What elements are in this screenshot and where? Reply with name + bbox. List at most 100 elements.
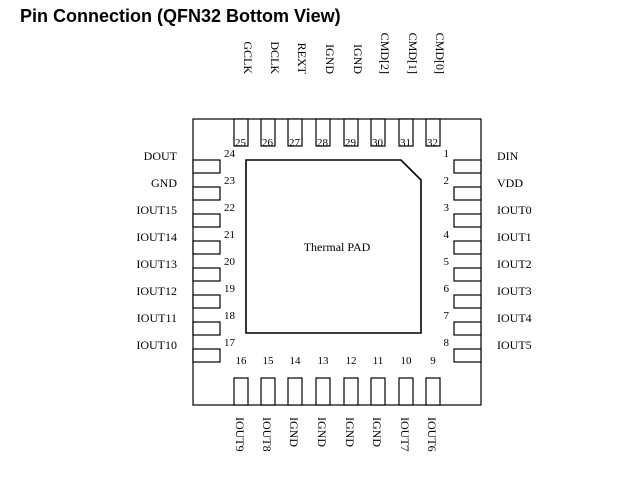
- pin-17-number: 17: [224, 337, 236, 349]
- pin-28-pad: [315, 118, 331, 147]
- pin-6-pad: [453, 294, 482, 309]
- pin-4-label: IOUT1: [497, 230, 532, 244]
- pin-11-pad: [370, 377, 386, 406]
- pin-12-number: 12: [346, 355, 357, 367]
- pin-32-label: CMD[0]: [433, 33, 447, 74]
- pin-4-number: 4: [444, 229, 450, 241]
- pin-22-pad: [192, 213, 221, 228]
- pin-23-pad: [192, 186, 221, 201]
- pin-23-label: GND: [151, 176, 177, 190]
- pin-28-number: 28: [317, 137, 329, 149]
- pin-20-label: IOUT13: [136, 257, 177, 271]
- pin-15-pad: [260, 377, 276, 406]
- pin-6-number: 6: [444, 283, 450, 295]
- pin-6-label: IOUT3: [497, 284, 532, 298]
- pin-27-label: REXT: [295, 43, 309, 75]
- pin-21-pad: [192, 240, 221, 255]
- pin-11-number: 11: [373, 355, 384, 367]
- pin-14-number: 14: [290, 355, 302, 367]
- pin-3-number: 3: [444, 202, 450, 214]
- pin-4-pad: [453, 240, 482, 255]
- pin-7-number: 7: [444, 310, 450, 322]
- pin-2-label: VDD: [497, 176, 523, 190]
- pin-30-pad: [370, 118, 386, 147]
- pin-24-pad: [192, 159, 221, 174]
- pin-2-pad: [453, 186, 482, 201]
- pin-24-label: DOUT: [144, 149, 178, 163]
- pin-32-number: 32: [427, 137, 438, 149]
- pin-10-number: 10: [401, 355, 413, 367]
- pin-30-label: CMD[2]: [378, 33, 392, 74]
- pin-23-number: 23: [224, 175, 236, 187]
- pin-13-label: IGND: [315, 417, 329, 447]
- pin-3-pad: [453, 213, 482, 228]
- pin-16-number: 16: [236, 355, 248, 367]
- pin-19-label: IOUT12: [136, 284, 177, 298]
- pin-3-label: IOUT0: [497, 203, 532, 217]
- pin-27-number: 27: [289, 137, 301, 149]
- pin-5-pad: [453, 267, 482, 282]
- pin-10-pad: [398, 377, 414, 406]
- pin-10-label: IOUT7: [398, 417, 412, 452]
- pin-12-pad: [343, 377, 359, 406]
- pin-26-number: 26: [262, 137, 274, 149]
- pin-26-label: DCLK: [268, 41, 282, 74]
- pin-1-number: 1: [444, 148, 450, 160]
- pin-11-label: IGND: [370, 417, 384, 447]
- pin-31-label: CMD[1]: [406, 33, 420, 74]
- pin-18-pad: [192, 321, 221, 336]
- pin-12-label: IGND: [343, 417, 357, 447]
- page-title: Pin Connection (QFN32 Bottom View): [20, 6, 341, 26]
- pin-8-number: 8: [444, 337, 450, 349]
- pin-5-label: IOUT2: [497, 257, 532, 271]
- pin-1-pad: [453, 159, 482, 174]
- pin-20-pad: [192, 267, 221, 282]
- pin-32-pad: [425, 118, 441, 147]
- pin-1-label: DIN: [497, 149, 519, 163]
- pin-27-pad: [287, 118, 303, 147]
- pin-29-number: 29: [345, 137, 357, 149]
- pin-25-number: 25: [235, 137, 247, 149]
- pin-18-number: 18: [224, 310, 236, 322]
- pin-22-number: 22: [224, 202, 235, 214]
- pin-13-number: 13: [318, 355, 330, 367]
- thermal-pad: [245, 159, 422, 334]
- pin-19-number: 19: [224, 283, 236, 295]
- pin-9-number: 9: [430, 355, 436, 367]
- pin-20-number: 20: [224, 256, 236, 268]
- pin-29-label: IGND: [351, 44, 365, 74]
- pin-22-label: IOUT15: [136, 203, 177, 217]
- pin-21-label: IOUT14: [136, 230, 177, 244]
- pin-18-label: IOUT11: [137, 311, 177, 325]
- pin-17-label: IOUT10: [136, 338, 177, 352]
- pin-2-number: 2: [444, 175, 450, 187]
- pin-7-pad: [453, 321, 482, 336]
- pin-5-number: 5: [444, 256, 450, 268]
- pin-31-pad: [398, 118, 414, 147]
- pin-9-pad: [425, 377, 441, 406]
- pin-21-number: 21: [224, 229, 235, 241]
- pin-16-pad: [233, 377, 249, 406]
- pin-31-number: 31: [400, 137, 411, 149]
- pin-7-label: IOUT4: [497, 311, 532, 325]
- pin-19-pad: [192, 294, 221, 309]
- pin-29-pad: [343, 118, 359, 147]
- pin-25-pad: [233, 118, 249, 147]
- pin-15-number: 15: [263, 355, 275, 367]
- pin-14-pad: [287, 377, 303, 406]
- pin-16-label: IOUT9: [233, 417, 247, 452]
- pin-26-pad: [260, 118, 276, 147]
- pins-layer: 24DOUT23GND22IOUT1521IOUT1420IOUT1319IOU…: [136, 33, 531, 452]
- thermal-pad-label: Thermal PAD: [304, 240, 371, 254]
- pin-15-label: IOUT8: [260, 417, 274, 452]
- pin-8-pad: [453, 348, 482, 363]
- pin-17-pad: [192, 348, 221, 363]
- pin-13-pad: [315, 377, 331, 406]
- pin-30-number: 30: [372, 137, 384, 149]
- pin-25-label: GCLK: [241, 41, 255, 74]
- pin-24-number: 24: [224, 148, 236, 160]
- pin-9-label: IOUT6: [425, 417, 439, 452]
- pin-8-label: IOUT5: [497, 338, 532, 352]
- pin-28-label: IGND: [323, 44, 337, 74]
